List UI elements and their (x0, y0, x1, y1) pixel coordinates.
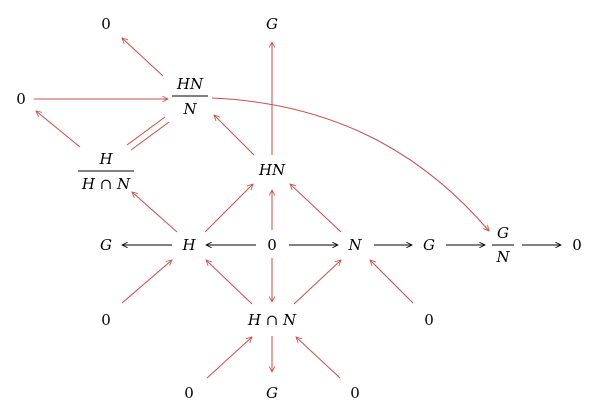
fraction-numerator: HN (176, 75, 204, 93)
node-left-g: G (100, 236, 112, 254)
node-h-cap-n: H ∩ N (247, 311, 297, 329)
arrow-bottom-zero-to-cap (206, 337, 252, 379)
node-lower-right-zero: 0 (424, 311, 434, 329)
node-h: H (181, 236, 196, 254)
equals-line-a (126, 116, 166, 146)
node-center-zero: 0 (267, 236, 277, 254)
node-g-over-n: G N (492, 224, 514, 266)
equals-line-b (130, 121, 170, 151)
node-g-right: G (423, 236, 435, 254)
node-bottom-left-zero: 0 (184, 384, 194, 402)
arrow-bottom-zero-to-cap-right (296, 337, 341, 379)
node-right-zero: 0 (572, 236, 582, 254)
node-top-g: G (266, 15, 278, 33)
node-left-zero: 0 (16, 90, 26, 108)
node-lower-left-zero: 0 (101, 311, 111, 329)
fraction-denominator: H ∩ N (81, 175, 131, 193)
arrow-cap-to-n (293, 260, 341, 305)
fraction-numerator: H (98, 150, 113, 168)
node-top-zero: 0 (101, 15, 111, 33)
node-hn: HN (258, 161, 286, 179)
node-n: N (347, 236, 362, 254)
arrow-h-to-hn (204, 184, 253, 233)
arrow-zero-to-h (121, 260, 172, 304)
node-bottom-right-zero: 0 (350, 384, 360, 402)
arrow-cap-to-h (206, 260, 253, 305)
arrow-hn-to-hn-over-n (214, 115, 255, 156)
arrow-n-to-hn (290, 184, 342, 233)
fraction-denominator: N (182, 100, 197, 118)
fraction-denominator: N (495, 248, 510, 266)
arrow-hn-over-n-to-top-zero (122, 38, 164, 77)
fraction-numerator: G (497, 224, 509, 242)
node-h-over-h-cap-n: H H ∩ N (78, 150, 134, 193)
node-hn-over-n: HN N (172, 75, 208, 118)
arrows (34, 38, 561, 379)
arrow-h-to-h-quotient (132, 192, 178, 233)
arrow-zero-to-n (370, 260, 414, 304)
arrow-hn-over-n-to-g-over-n (211, 97, 489, 231)
arrow-h-quotient-to-left-zero (36, 111, 81, 148)
nodes: 0 G 0 HN N H H ∩ N HN G H 0 N G G N 0 0 … (16, 15, 582, 402)
node-bottom-g: G (266, 384, 278, 402)
